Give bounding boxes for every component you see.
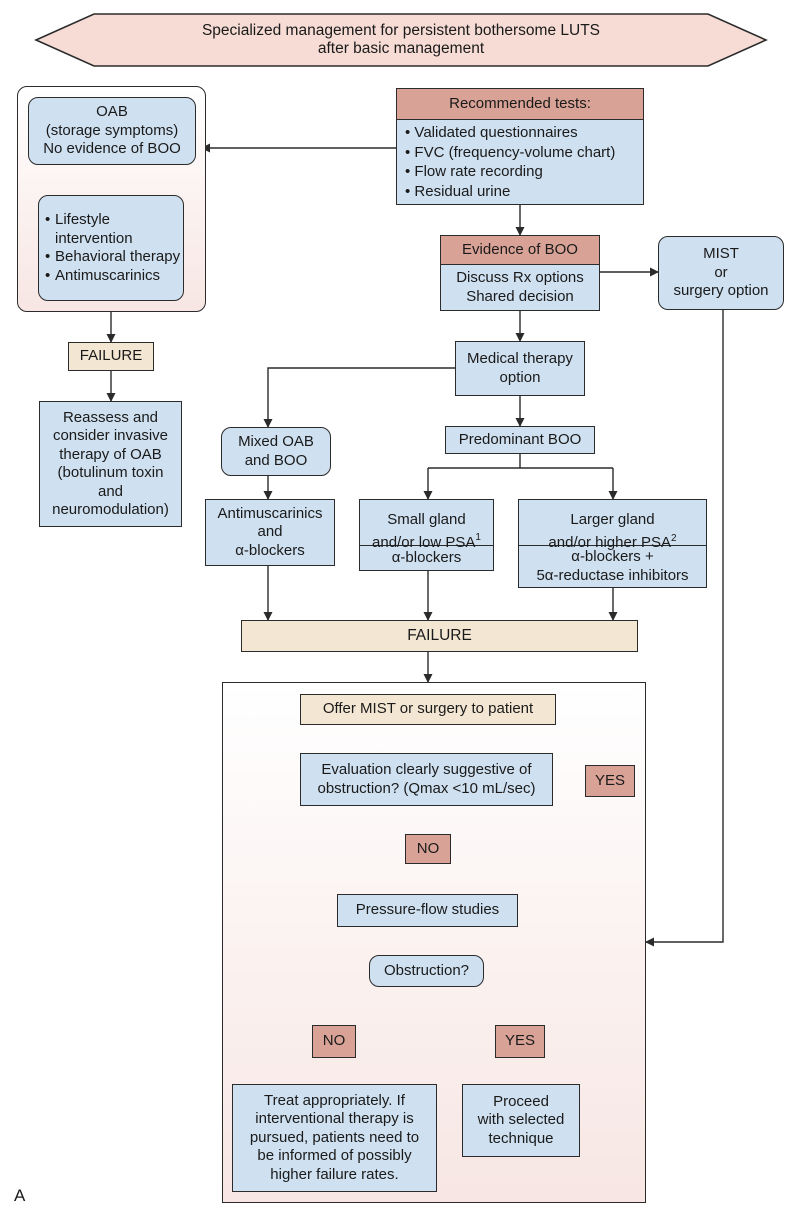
arrow-medical-to-mixed <box>263 367 455 428</box>
recommended-title: Recommended tests: <box>397 89 643 120</box>
arrow-mist-to-panel <box>645 310 724 947</box>
yes-1: YES <box>585 765 635 797</box>
failure-left: FAILURE <box>68 342 154 371</box>
conservative-item: Lifestyle intervention <box>45 211 183 248</box>
offer-mist: Offer MIST or surgery to patient <box>300 694 556 725</box>
medical-therapy: Medical therapy option <box>455 341 585 396</box>
no-1: NO <box>405 834 451 864</box>
conservative-item: Antimuscarinics <box>45 267 183 286</box>
test-item: Flow rate recording <box>405 162 643 182</box>
small-gland-footnote: 1 <box>475 531 481 543</box>
small-gland-body: α-blockers <box>391 548 462 566</box>
treat-box: Treat appropriately. If interventional t… <box>232 1084 437 1192</box>
yes-2: YES <box>495 1025 545 1058</box>
evaluation-box: Evaluation clearly suggestive of obstruc… <box>300 753 553 806</box>
obstruction-box: Obstruction? <box>369 955 484 987</box>
banner-title: Specialized management for persistent bo… <box>201 21 601 58</box>
large-gland-body: α-blockers + 5α-reductase inhibitors <box>536 548 689 584</box>
large-gland-footnote: 2 <box>671 532 677 544</box>
large-gland-title-text: Larger gland and/or higher PSA <box>548 511 671 551</box>
small-gland: Small gland and/or low PSA1 α-blockers <box>359 499 494 571</box>
reassess-box: Reassess and consider invasive therapy o… <box>39 401 182 527</box>
antimusc-alpha: Antimuscarinics and α-blockers <box>205 499 335 566</box>
small-gland-title-text: Small gland and/or low PSA <box>372 511 476 551</box>
no-2: NO <box>312 1025 356 1058</box>
line-predominant-split <box>428 454 613 469</box>
figure-label: A <box>14 1186 26 1205</box>
evidence-title: Evidence of BOO <box>441 236 599 265</box>
oab-box: OAB (storage symptoms) No evidence of BO… <box>28 97 196 165</box>
test-item: Validated questionnaires <box>405 123 643 143</box>
mixed-oab-boo: Mixed OAB and BOO <box>221 427 331 476</box>
failure-main: FAILURE <box>241 620 638 652</box>
pressure-flow: Pressure-flow studies <box>337 894 518 927</box>
banner-shape <box>34 13 768 67</box>
test-item: Residual urine <box>405 182 643 202</box>
mist-option: MIST or surgery option <box>658 236 784 310</box>
conservative-box: Lifestyle intervention Behavioral therap… <box>38 195 184 301</box>
small-gland-title: Small gland and/or low PSA1 <box>372 493 481 553</box>
evidence-body: Discuss Rx options Shared decision <box>456 269 584 305</box>
conservative-item: Behavioral therapy <box>45 248 183 267</box>
predominant-boo: Predominant BOO <box>445 426 595 454</box>
large-gland-title: Larger gland and/or higher PSA2 <box>548 493 676 553</box>
test-item: FVC (frequency-volume chart) <box>405 143 643 163</box>
large-gland: Larger gland and/or higher PSA2 α-blocke… <box>518 499 707 588</box>
recommended-tests: Recommended tests: Validated questionnai… <box>396 88 644 205</box>
proceed-box: Proceed with selected technique <box>462 1084 580 1157</box>
evidence-of-boo: Evidence of BOO Discuss Rx options Share… <box>440 235 600 311</box>
